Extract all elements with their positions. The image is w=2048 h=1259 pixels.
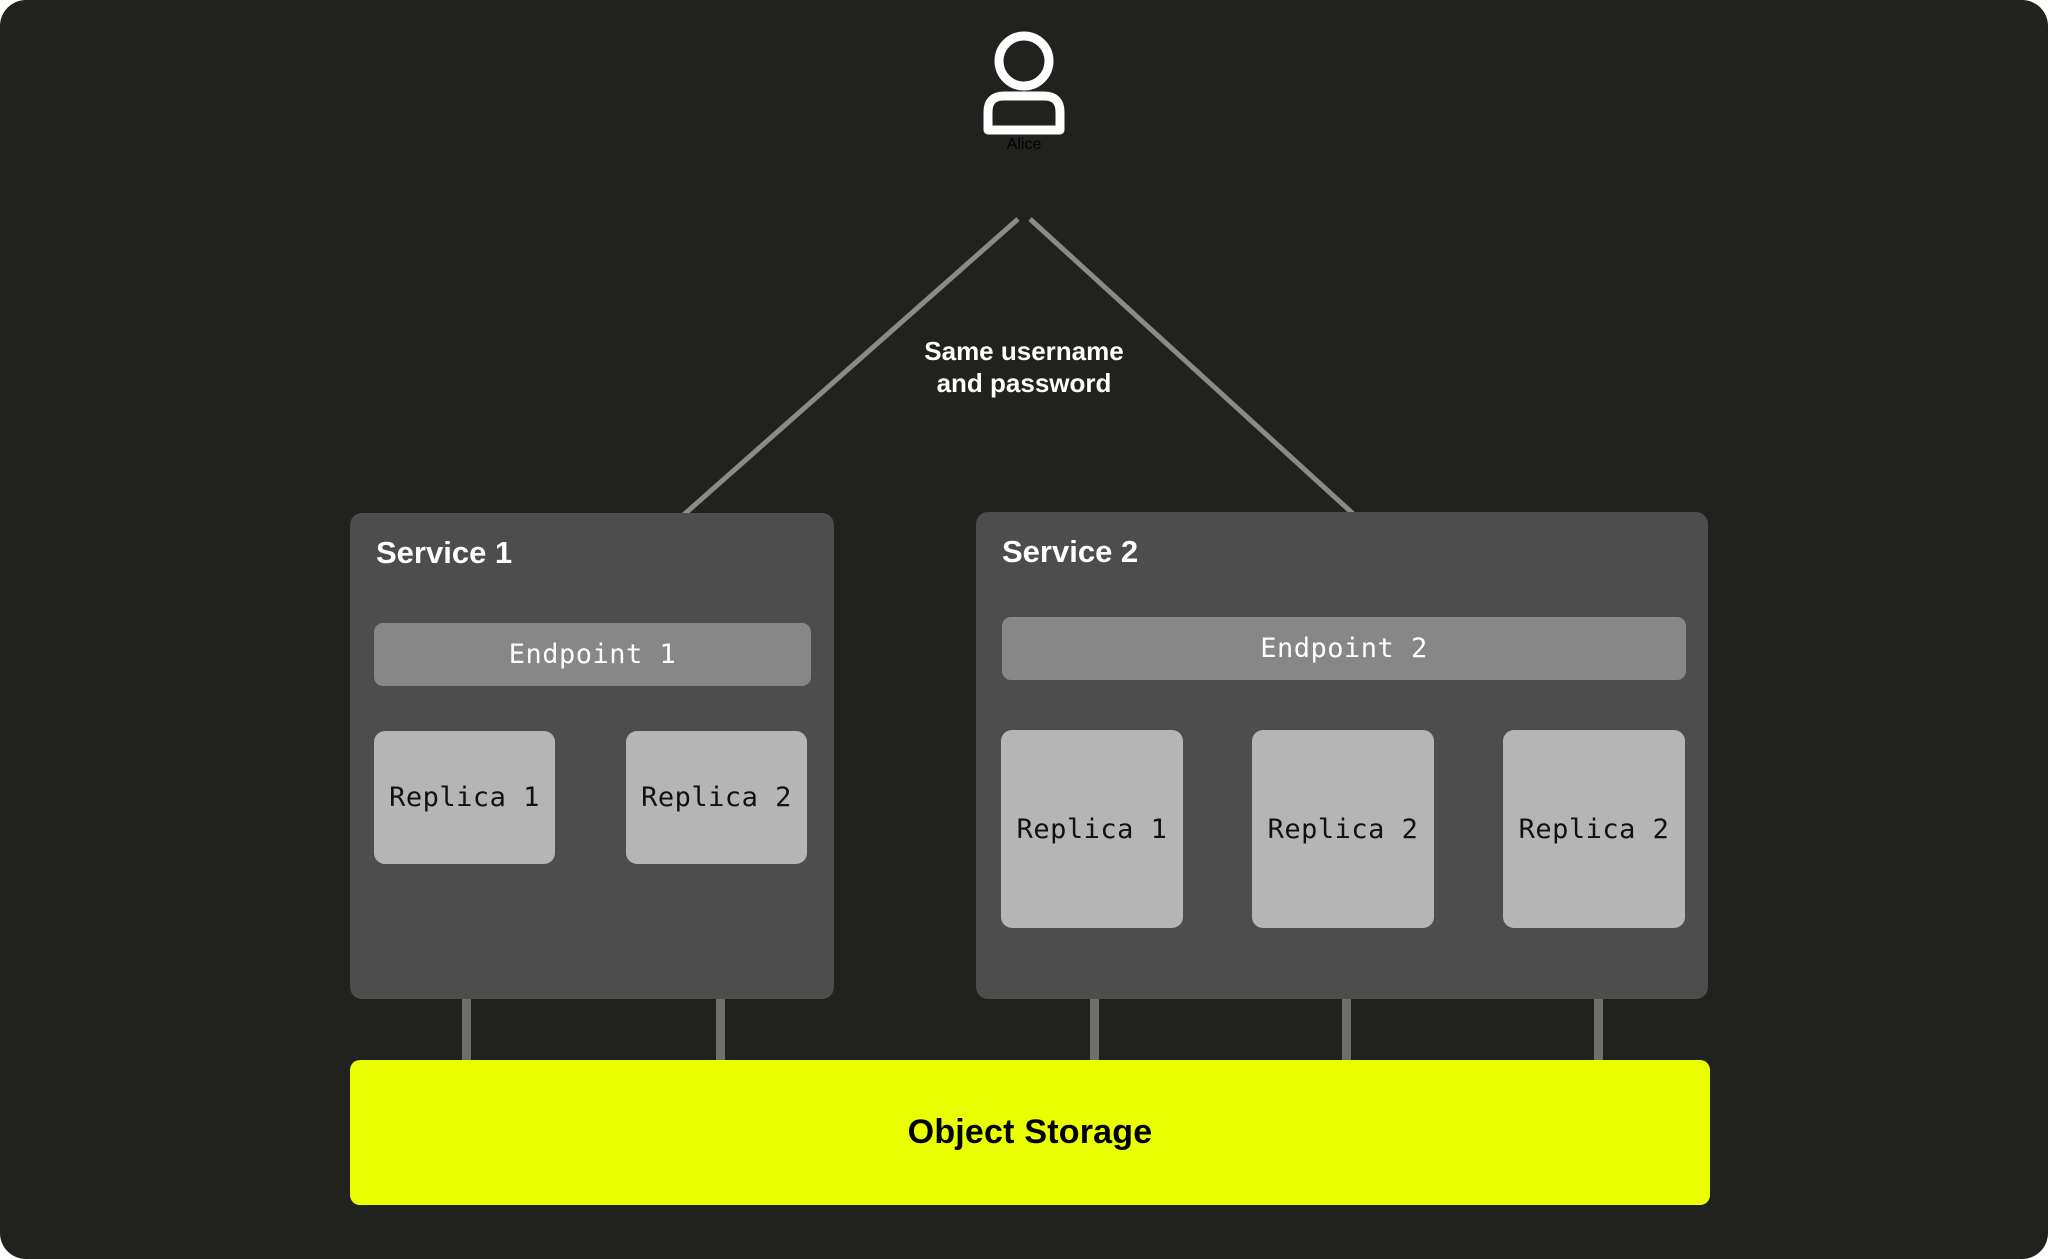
endpoint-2[interactable]: Endpoint 2 bbox=[1002, 617, 1686, 680]
service-1-replica-1[interactable]: Replica 1 bbox=[374, 731, 555, 864]
auth-note: Same username and password bbox=[774, 336, 1274, 399]
service-2-replica-1[interactable]: Replica 1 bbox=[1001, 730, 1183, 928]
endpoint-1[interactable]: Endpoint 1 bbox=[374, 623, 811, 686]
actor-alice: Alice bbox=[0, 30, 2048, 154]
actor-label: Alice bbox=[1006, 136, 1042, 153]
person-icon bbox=[983, 31, 1065, 135]
service-1-title: Service 1 bbox=[376, 535, 513, 570]
auth-note-line-1: Same username bbox=[924, 336, 1124, 366]
object-storage-bar[interactable]: Object Storage bbox=[350, 1060, 1710, 1205]
service-2-replica-3[interactable]: Replica 2 bbox=[1503, 730, 1685, 928]
object-storage-label: Object Storage bbox=[907, 1113, 1153, 1151]
service-2-title: Service 2 bbox=[1002, 534, 1139, 569]
auth-note-line-2: and password bbox=[936, 367, 1112, 398]
service-panel-2[interactable]: Service 2 Endpoint 2 Replica 1 Replica 2… bbox=[976, 512, 1708, 999]
service-panel-1[interactable]: Service 1 Endpoint 1 Replica 1 Replica 2 bbox=[350, 513, 834, 999]
service-1-replica-2[interactable]: Replica 2 bbox=[626, 731, 807, 864]
service-2-replica-2[interactable]: Replica 2 bbox=[1252, 730, 1434, 928]
